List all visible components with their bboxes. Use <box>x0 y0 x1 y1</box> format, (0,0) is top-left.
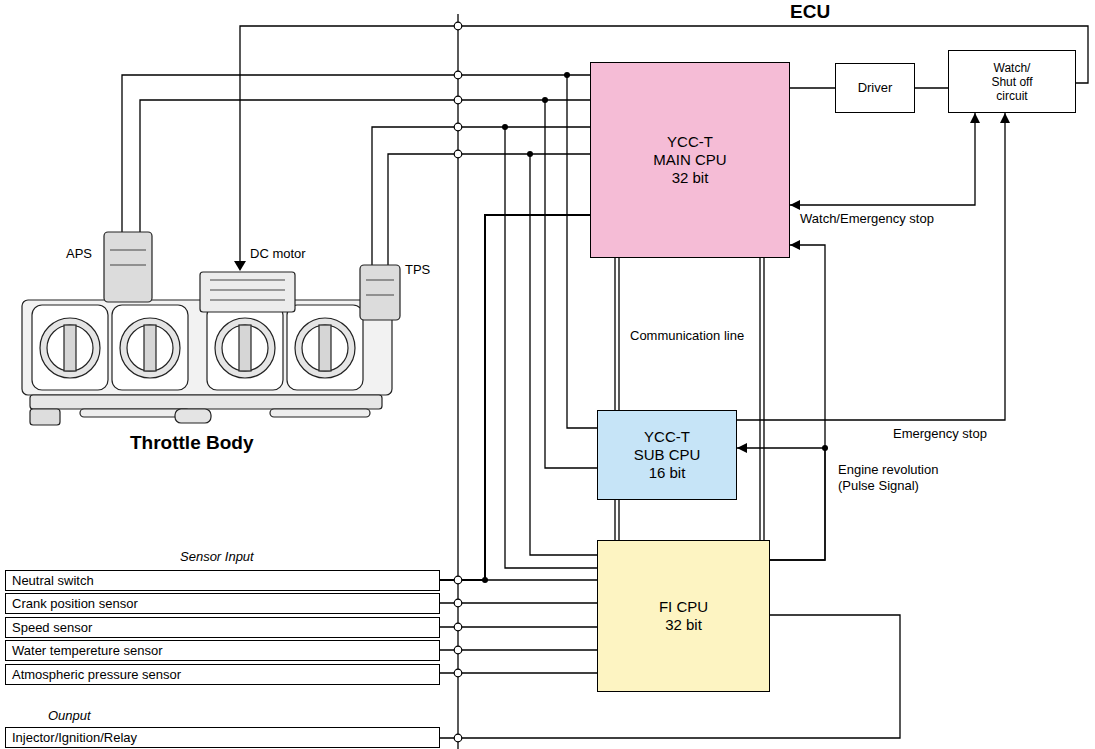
terminal <box>454 646 462 654</box>
junction-dot <box>542 97 548 103</box>
sensor-input-box: Water tempereture sensor <box>5 640 440 661</box>
tps-wire <box>388 154 590 265</box>
node-text: Water tempereture sensor <box>12 643 163 658</box>
terminal <box>454 734 462 742</box>
node-text: YCC-T MAIN CPU 32 bit <box>650 133 730 187</box>
connector <box>615 500 619 540</box>
node-text: Speed sensor <box>12 620 92 635</box>
node-text: Watch/ Shut off circuit <box>984 61 1040 103</box>
node-text: Atmospheric pressure sensor <box>12 667 181 682</box>
connector <box>615 258 619 410</box>
output-box: Injector/Ignition/Relay <box>5 727 440 748</box>
fi-cpu-box: FI CPU 32 bit <box>597 540 770 692</box>
tps-wire <box>505 127 597 568</box>
connector-label: Communication line <box>630 328 744 344</box>
connector <box>440 649 597 650</box>
terminal <box>454 123 462 131</box>
throttle-bore <box>215 318 275 378</box>
throttle-valve <box>127 325 173 371</box>
terminal <box>454 669 462 677</box>
aps-wire <box>140 100 590 232</box>
connector <box>440 602 597 603</box>
connector-label: Watch/Emergency stop <box>800 211 934 227</box>
driver-box: Driver <box>835 63 915 113</box>
node-text: FI CPU 32 bit <box>654 598 714 634</box>
node-text: YCC-T SUB CPU 16 bit <box>629 428 705 482</box>
shutoff-circuit-box: Watch/ Shut off circuit <box>948 50 1076 113</box>
sensor-input-box: Neutral switch <box>5 570 440 591</box>
terminal <box>454 576 462 584</box>
junction-dot <box>822 445 828 451</box>
junction-dot <box>502 124 508 130</box>
node-text: Crank position sensor <box>12 596 138 611</box>
throttle-bore <box>40 318 100 378</box>
fuel-rail <box>30 395 382 409</box>
bore-flange <box>112 305 188 390</box>
aps-sensor <box>104 232 152 302</box>
connector <box>30 409 60 425</box>
terminal <box>454 150 462 158</box>
pipe <box>270 409 370 417</box>
tps-sensor <box>360 265 400 320</box>
idle-screw <box>175 409 211 423</box>
connector <box>440 672 597 673</box>
connector <box>440 579 597 580</box>
diagram-title: ECU <box>790 1 830 23</box>
terminal <box>454 96 462 104</box>
tps-wire <box>372 127 590 265</box>
throttle-bore <box>120 318 180 378</box>
throttle-shaft <box>319 325 331 371</box>
terminal <box>454 22 462 30</box>
junction-dot <box>564 72 570 78</box>
motor-ribs <box>210 280 285 300</box>
node-text: Driver <box>858 80 893 96</box>
connector-lines <box>110 250 146 265</box>
dc-motor-wire <box>240 26 458 262</box>
bore-flange <box>287 305 363 390</box>
junction-dot <box>482 577 488 583</box>
connector <box>915 87 948 88</box>
connector <box>770 245 825 560</box>
group-label: Sensor Input <box>180 549 254 565</box>
connector <box>790 113 975 205</box>
throttle-shaft <box>144 325 156 371</box>
throttle-shaft <box>64 325 76 371</box>
sensor-input-box: Crank position sensor <box>5 593 440 614</box>
connector <box>790 87 835 88</box>
dc-motor-housing <box>200 272 295 312</box>
connector <box>760 258 764 540</box>
terminal <box>454 623 462 631</box>
connector <box>440 215 590 580</box>
terminal <box>454 71 462 79</box>
part-label: DC motor <box>250 246 306 262</box>
sub-cpu-box: YCC-T SUB CPU 16 bit <box>597 410 737 500</box>
throttle-bore <box>295 318 355 378</box>
connector-lines <box>366 280 394 295</box>
throttle-body-housing <box>22 300 392 395</box>
junction-dot <box>527 151 533 157</box>
illustration-caption: Throttle Body <box>130 432 254 454</box>
pipe <box>80 409 190 417</box>
bore-flange <box>32 305 108 390</box>
part-label: TPS <box>405 262 430 278</box>
sensor-input-box: Atmospheric pressure sensor <box>5 664 440 685</box>
signal-label: Engine revolution (Pulse Signal) <box>838 462 978 494</box>
node-text: Neutral switch <box>12 573 94 588</box>
connector <box>440 626 597 627</box>
main-cpu-box: YCC-T MAIN CPU 32 bit <box>590 62 790 258</box>
group-label: Ounput <box>48 708 91 724</box>
connector-label: Emergency stop <box>893 426 987 442</box>
terminal <box>454 599 462 607</box>
node-text: Injector/Ignition/Relay <box>12 730 137 745</box>
bore-flange <box>207 305 283 390</box>
part-label: APS <box>66 246 92 262</box>
sensor-input-box: Speed sensor <box>5 617 440 638</box>
throttle-shaft <box>239 325 251 371</box>
arrow-head <box>234 261 246 271</box>
throttle-valve <box>47 325 93 371</box>
throttle-valve <box>222 325 268 371</box>
throttle-valve <box>302 325 348 371</box>
